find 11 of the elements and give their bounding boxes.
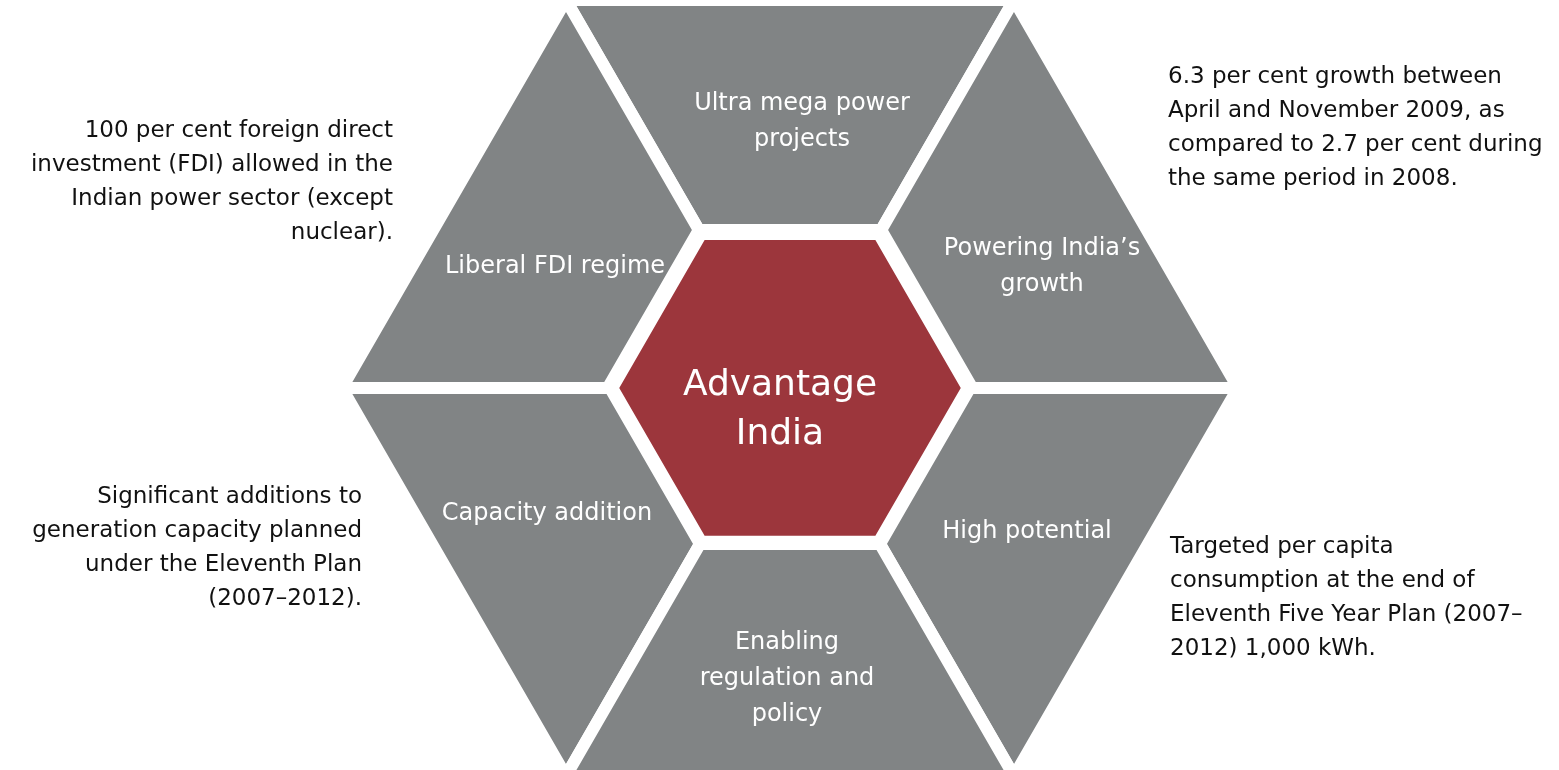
segment-label: Liberal FDI regime [443, 250, 667, 281]
segment-label: Capacity addition [440, 497, 654, 528]
side-note: Significant additions to generation capacity planned under the Eleventh Plan (2007–2012). [31, 481, 362, 613]
side-note: 100 per cent foreign direct investment (FDI) allowed in the Indian power sector (except nuclear). [30, 115, 393, 247]
segment-label: High potential [941, 515, 1113, 546]
segment-label: Powering India’s growth [942, 232, 1142, 299]
segment-label: Ultra mega power projects [693, 87, 911, 154]
center-title: Advantage India [681, 361, 879, 454]
side-note: Targeted per capita consumption at the end of Eleventh Five Year Plan (2007–2012) 1,000 kWh. [1170, 531, 1524, 663]
segment-label: Enabling regulation and policy [698, 626, 876, 729]
side-note: 6.3 per cent growth between April and November 2009, as compared to 2.7 per cent during the same period in 2008. [1168, 61, 1544, 193]
